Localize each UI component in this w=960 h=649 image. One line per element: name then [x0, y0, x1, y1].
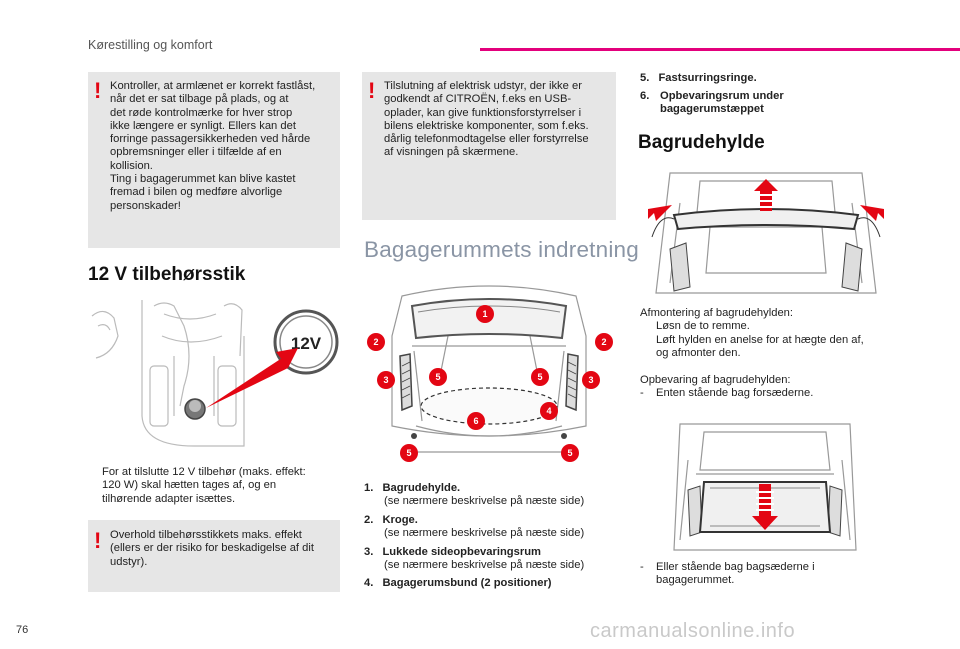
- marker-label: 3: [588, 375, 593, 385]
- warning-text: Tilslutning af elektrisk udstyr, der ikk…: [384, 80, 589, 159]
- warning-icon: !: [94, 528, 102, 553]
- illustration-12v-socket: 12V: [84, 296, 340, 454]
- list-item: 6. Opbevaringsrum under bagagerumstæppet: [640, 90, 880, 117]
- illustration-shelf-storage: [670, 420, 860, 554]
- item-desc: (se nærmere beskrivelse på næste side): [384, 527, 585, 540]
- item-number: 6.: [640, 90, 650, 102]
- item-title: Bagagerumsbund (2 positioner): [382, 577, 552, 589]
- dash-marker: -: [640, 561, 644, 573]
- warning-box-power: ! Overhold tilbehørsstikkets maks. effek…: [88, 520, 340, 592]
- list-item: 5. Fastsurringsringe.: [640, 72, 880, 85]
- removal-step: Løsn de to remme.: [656, 320, 750, 333]
- list-item: 4. Bagagerumsbund (2 positioner): [364, 577, 616, 590]
- running-header: Kørestilling og komfort: [88, 38, 213, 52]
- warning-icon: !: [368, 78, 376, 103]
- section-heading-12v: 12 V tilbehørsstik: [88, 264, 246, 285]
- warning-box-electrical: ! Tilslutning af elektrisk udstyr, der i…: [362, 72, 616, 220]
- marker-label: 2: [601, 337, 606, 347]
- marker-label: 5: [537, 372, 542, 382]
- item-number: 2.: [364, 514, 374, 526]
- storage-step: Eller stående bag bagsæderne i bagagerum…: [656, 561, 815, 587]
- removal-step: Løft hylden en anelse for at hægte den a…: [656, 333, 864, 359]
- marker-label: 2: [373, 337, 378, 347]
- item-title: Bagrudehylde.: [382, 482, 461, 494]
- illustration-boot-layout: 1 2 2 3 3 5 5 4 6 5 5: [362, 276, 616, 466]
- socket-label: 12V: [291, 334, 322, 353]
- warning-icon: !: [94, 78, 102, 103]
- item-title: Fastsurringsringe.: [658, 72, 757, 84]
- item-title: Kroge.: [382, 514, 418, 526]
- list-item: 2. Kroge. (se nærmere beskrivelse på næs…: [364, 514, 616, 541]
- storage-step: Enten stående bag forsæderne.: [656, 387, 814, 400]
- item-title: Lukkede sideopbevaringsrum: [382, 546, 541, 558]
- warning-text: Overhold tilbehørsstikkets maks. effekt …: [110, 529, 314, 568]
- marker-label: 5: [435, 372, 440, 382]
- marker-label: 3: [383, 375, 388, 385]
- marker-label: 4: [546, 406, 551, 416]
- warning-text: Kontroller, at armlænet er korrekt fastl…: [110, 80, 316, 212]
- list-item: 3. Lukkede sideopbevaringsrum (se nærmer…: [364, 546, 616, 573]
- item-number: 4.: [364, 577, 374, 589]
- item-number: 3.: [364, 546, 374, 558]
- item-desc: (se nærmere beskrivelse på næste side): [384, 559, 585, 572]
- removal-instructions: Afmontering af bagrudehylden: Løsn de to…: [640, 307, 892, 360]
- item-title: Opbevaringsrum under bagagerumstæppet: [660, 90, 784, 116]
- marker-label: 5: [567, 448, 572, 458]
- item-desc: (se nærmere beskrivelse på næste side): [384, 495, 585, 508]
- watermark: carmanualsonline.info: [590, 620, 796, 642]
- dash-marker: -: [640, 387, 644, 400]
- item-number: 1.: [364, 482, 374, 494]
- header-accent-bar: [480, 48, 960, 51]
- list-item: 1. Bagrudehylde. (se nærmere beskrivelse…: [364, 482, 616, 509]
- storage-instructions: Opbevaring af bagrudehylden: - Enten stå…: [640, 374, 892, 401]
- item-number: 5.: [640, 72, 650, 84]
- bullet-12v: For at tilslutte 12 V tilbehør (maks. ef…: [88, 466, 340, 506]
- warning-box-armrest: ! Kontroller, at armlænet er korrekt fas…: [88, 72, 340, 248]
- section-heading-parcel-shelf: Bagrudehylde: [638, 132, 765, 153]
- marker-label: 6: [473, 416, 478, 426]
- bullet-text: For at tilslutte 12 V tilbehør (maks. ef…: [102, 466, 306, 505]
- removal-title: Afmontering af bagrudehylden:: [640, 307, 793, 319]
- illustration-shelf-removal: [640, 163, 892, 301]
- storage-title: Opbevaring af bagrudehylden:: [640, 374, 791, 386]
- marker-label: 1: [482, 309, 487, 319]
- page-number: 76: [16, 624, 29, 636]
- marker-label: 5: [406, 448, 411, 458]
- storage-option-2: - Eller stående bag bagsæderne i bagager…: [640, 561, 892, 588]
- section-heading-boot: Bagagerummets indretning: [364, 237, 639, 262]
